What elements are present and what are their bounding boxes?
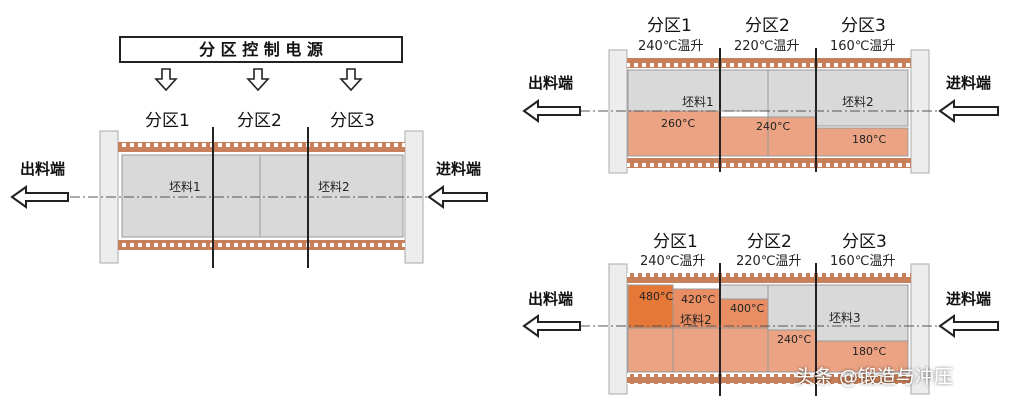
temp-label: 400°C — [730, 302, 765, 315]
down-arrow-icon — [154, 68, 363, 92]
temp-label: 240°C — [756, 120, 791, 133]
billet-1-heat-b — [719, 116, 769, 157]
billet-1-label: 坯料1 — [169, 180, 201, 194]
zone-3-label: 分区3 — [330, 111, 375, 131]
billet-2-lower-b — [672, 327, 721, 373]
inlet-label: 进料端 — [946, 290, 992, 308]
power-box — [119, 36, 403, 63]
billet-1-label: 坯料1 — [682, 95, 714, 109]
zone-2-label: 分区2 — [237, 111, 282, 131]
zone-2-rate: 220℃温升 — [734, 39, 800, 54]
inlet-label: 进料端 — [436, 160, 482, 178]
left-diagram — [10, 36, 488, 268]
billet-2-lower-a — [627, 327, 674, 373]
zone-3-label: 分区3 — [842, 232, 887, 252]
billet-3-heat-a — [767, 329, 817, 373]
billet-3-heat-b — [815, 340, 909, 373]
billet-3-label: 坯料3 — [829, 311, 861, 325]
inlet-arrow-icon — [938, 99, 999, 123]
bottom-right-diagram — [522, 263, 999, 396]
zone-1-label: 分区1 — [145, 111, 190, 131]
billet-2-label: 坯料2 — [680, 313, 712, 327]
temp-label: 240°C — [777, 333, 812, 346]
billet-2-hot-a — [627, 284, 674, 329]
billet-2-label: 坯料2 — [842, 95, 874, 109]
coil-top — [627, 273, 911, 283]
temp-label: 260°C — [661, 117, 696, 130]
billet-2-hot-b — [672, 288, 721, 329]
zone-2-label: 分区2 — [745, 16, 790, 36]
inlet-label: 进料端 — [946, 74, 992, 92]
billet-2-cool — [719, 284, 769, 300]
coil-bottom — [118, 240, 405, 250]
outlet-arrow-icon — [522, 314, 581, 338]
outlet-arrow-icon — [522, 99, 581, 123]
billet-2-lower-c — [719, 327, 769, 373]
zone-1-rate: 240℃温升 — [640, 254, 706, 269]
zone-2-rate: 220℃温升 — [736, 254, 802, 269]
temp-label: 420°C — [681, 293, 716, 306]
billet-2-heat-b — [815, 127, 909, 157]
temp-label: 180°C — [852, 345, 887, 358]
zone-3-rate: 160℃温升 — [830, 39, 896, 54]
outlet-label: 出料端 — [528, 290, 574, 308]
billet-1 — [121, 154, 261, 238]
outlet-label: 出料端 — [528, 74, 574, 92]
coil-bottom — [627, 374, 911, 384]
temp-label: 180°C — [852, 133, 887, 146]
billet-2 — [259, 154, 404, 238]
inlet-flange — [910, 263, 930, 395]
zone-1-label: 分区1 — [647, 16, 692, 36]
outlet-arrow-icon — [10, 185, 69, 209]
temp-label: 480°C — [639, 290, 674, 303]
zone-1-label: 分区1 — [653, 232, 698, 252]
zone-3-label: 分区3 — [841, 16, 886, 36]
zone-2-label: 分区2 — [747, 232, 792, 252]
billet-2-label: 坯料2 — [318, 180, 350, 194]
zone-3-rate: 160℃温升 — [830, 254, 896, 269]
outlet-flange — [608, 263, 628, 395]
outlet-label: 出料端 — [20, 160, 66, 178]
coil-top — [118, 142, 405, 152]
coil-top — [627, 58, 911, 68]
top-right-diagram — [522, 48, 999, 174]
power-box-label: 分 区 控 制 电 源 — [199, 40, 323, 59]
inlet-arrow-icon — [427, 185, 488, 209]
zone-1-rate: 240℃温升 — [638, 39, 704, 54]
coil-bottom — [627, 158, 911, 168]
watermark-label: 头条 @锻造与冲压 — [795, 366, 954, 388]
inlet-arrow-icon — [938, 314, 999, 338]
